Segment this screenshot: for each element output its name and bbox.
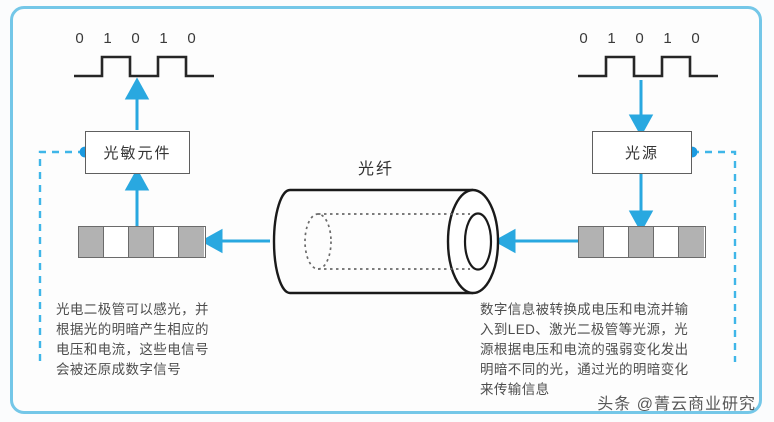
- left-pulse-cell-2: [104, 227, 129, 257]
- right-pulse-cell-1: [579, 227, 604, 257]
- left-caption: 光电二极管可以感光，并 根据光的明暗产生相应的 电压和电流，这些电信号 会被还原…: [56, 302, 209, 377]
- fiber-core-dotted: [304, 213, 470, 270]
- right-pulse-cell-5: [679, 227, 704, 257]
- left-bit-2: 0: [131, 30, 141, 47]
- fiber-label: 光纤: [358, 161, 395, 178]
- right-square-wave: [578, 55, 718, 78]
- diagram-frame: [10, 6, 762, 414]
- left-pulse-cell-3: [129, 227, 154, 257]
- right-pulse-cell-4: [654, 227, 679, 257]
- left-pulse-cell-1: [79, 227, 104, 257]
- left-bit-3: 1: [159, 30, 169, 47]
- photo-sensor-label: 光敏元件: [103, 145, 172, 162]
- right-bit-2: 0: [635, 30, 645, 47]
- right-bit-1: 1: [607, 30, 617, 47]
- right-pulse-bar: [578, 226, 706, 258]
- left-bit-1: 1: [103, 30, 113, 47]
- fiber-core-face: [463, 212, 493, 271]
- left-pulse-cell-4: [154, 227, 179, 257]
- fiber-cylinder: [272, 188, 500, 295]
- right-bit-3: 1: [663, 30, 673, 47]
- left-square-wave: [74, 55, 214, 78]
- left-bit-0: 0: [75, 30, 85, 47]
- light-source-box[interactable]: 光源: [592, 131, 692, 174]
- left-bit-labels: 0 1 0 1 0: [66, 30, 206, 47]
- dashed-route-right: [692, 150, 737, 362]
- right-caption: 数字信息被转换成电压和电流并输 入到LED、激光二极管等光源，光 源根据电压和电…: [480, 302, 689, 397]
- light-source-label: 光源: [624, 145, 659, 162]
- left-pulse-cell-5: [179, 227, 204, 257]
- left-pulse-bar: [78, 226, 206, 258]
- right-pulse-cell-2: [604, 227, 629, 257]
- right-bit-0: 0: [579, 30, 589, 47]
- photo-sensor-box[interactable]: 光敏元件: [85, 131, 190, 174]
- watermark: 头条 @菁云商业研究: [597, 396, 756, 413]
- right-pulse-cell-3: [629, 227, 654, 257]
- right-bit-labels: 0 1 0 1 0: [570, 30, 710, 47]
- right-bit-4: 0: [691, 30, 701, 47]
- dashed-route-left: [38, 150, 85, 362]
- left-bit-4: 0: [187, 30, 197, 47]
